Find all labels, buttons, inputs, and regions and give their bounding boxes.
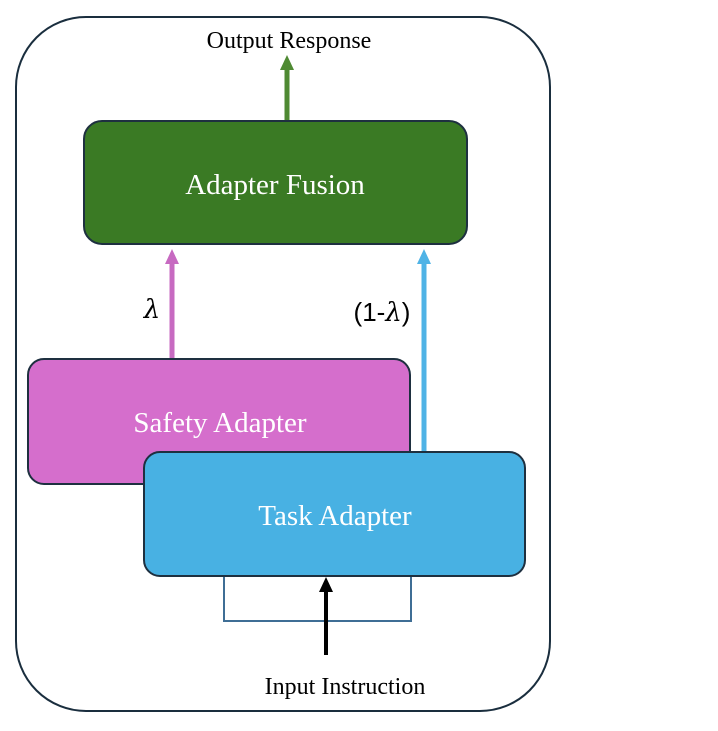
output-arrow [280, 55, 294, 120]
input-instruction-label: Input Instruction [265, 674, 426, 700]
one-minus-lambda-label: (1-λ) [354, 297, 411, 328]
adapter-fusion-label: Adapter Fusion [185, 169, 365, 201]
input-arrow [319, 577, 333, 655]
task-weight-arrow [417, 249, 431, 452]
lambda-weight-label: λ [143, 295, 160, 325]
safety-adapter-label: Safety Adapter [133, 407, 306, 439]
task-adapter-box [143, 451, 526, 577]
adapter-fusion-box [83, 120, 468, 245]
output-response-label: Output Response [207, 28, 372, 54]
task-adapter-label: Task Adapter [258, 500, 412, 532]
input-bypass-line [223, 577, 412, 622]
safety-weight-arrow [165, 249, 179, 360]
